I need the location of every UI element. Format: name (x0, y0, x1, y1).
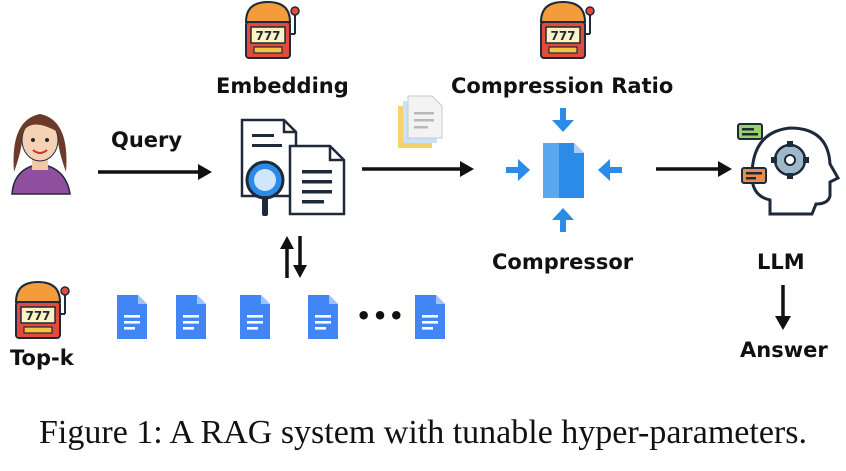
compressed-arrow (656, 161, 732, 177)
compressor-label: Compressor (492, 250, 634, 274)
stacked-pages-icon (398, 95, 443, 148)
head-gear-icon (737, 123, 841, 216)
retrieval-arrows (280, 236, 307, 278)
document-search-icon (240, 118, 346, 216)
top-k-label: Top-k (10, 346, 74, 370)
query-label: Query (111, 128, 183, 152)
google-doc-icon (240, 295, 270, 339)
google-doc-icon (415, 295, 445, 339)
answer-arrow (775, 285, 791, 330)
answer-label: Answer (740, 338, 828, 362)
google-doc-icon (117, 295, 147, 339)
figure-caption: Figure 1: A RAG system with tunable hype… (39, 414, 807, 451)
woman-avatar-icon (11, 114, 71, 195)
slot-machine-icon (540, 1, 595, 59)
embedding-label: Embedding (216, 74, 349, 98)
ellipsis: ••• (356, 302, 406, 330)
query-arrow (98, 164, 212, 180)
compression-ratio-label: Compression Ratio (451, 74, 674, 98)
llm-label: LLM (757, 250, 805, 274)
slot-machine-icon (245, 1, 300, 59)
google-doc-icon (176, 295, 206, 339)
context-arrow (362, 161, 474, 177)
compress-arrows-icon (506, 108, 622, 232)
slot-machine-icon (15, 281, 70, 339)
google-doc-icon (308, 295, 338, 339)
